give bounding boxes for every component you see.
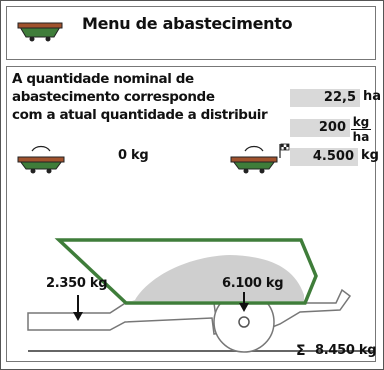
current-load-value: 0 kg: [118, 148, 149, 163]
description-line-1: A quantidade nominal de: [12, 71, 194, 87]
hopper-weight-label: 6.100 kg: [222, 276, 284, 291]
description-line-3: com a atual quantidade a distribuir: [12, 107, 268, 123]
wheel-hub: [238, 316, 250, 328]
hopper-load: [132, 255, 304, 301]
total-weight-value: 8.450 kg: [315, 343, 377, 358]
target-load-value[interactable]: 4.500: [290, 148, 358, 166]
fraction-bar: [351, 129, 371, 130]
application-rate-unit: kg ha: [351, 116, 371, 143]
target-load-unit: kg: [361, 148, 379, 163]
sum-icon: Σ: [296, 343, 306, 359]
description-line-2: abastecimento corresponde: [12, 89, 215, 105]
page-title: Menu de abastecimento: [82, 14, 293, 33]
finish-flag-icon: [279, 143, 290, 158]
nominal-area-value[interactable]: 22,5: [290, 89, 360, 107]
rate-unit-denominator: ha: [352, 130, 370, 144]
menu-header: [6, 6, 376, 60]
nominal-area-unit: ha: [363, 89, 382, 104]
front-axle-weight-label: 2.350 kg: [46, 276, 108, 291]
rate-unit-numerator: kg: [352, 115, 370, 129]
fill-description: A quantidade nominal de abastecimento co…: [12, 70, 268, 124]
application-rate-value[interactable]: 200: [290, 119, 350, 137]
